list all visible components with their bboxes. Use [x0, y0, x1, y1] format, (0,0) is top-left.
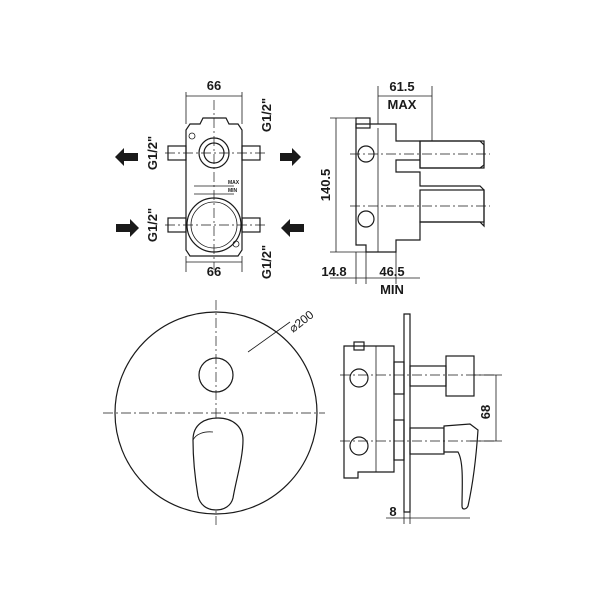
outlet-arrow-left-icon	[115, 148, 138, 166]
max-mark-text: MAX	[228, 180, 240, 186]
left-lower-port	[167, 217, 187, 233]
lever-contour	[192, 431, 214, 441]
assembly-lower-port	[349, 436, 369, 456]
height-label: 140.5	[318, 169, 333, 202]
thread-bottom-right-label: G1/2"	[259, 245, 274, 279]
plate-thickness-label: 8	[389, 504, 396, 519]
depth-max-value: 61.5	[389, 79, 414, 94]
top-tab	[355, 117, 371, 129]
diverter-inner-circle	[203, 142, 225, 164]
diverter-stem	[409, 365, 447, 387]
diverter-knob	[445, 355, 475, 397]
min-mark-text: MIN	[228, 188, 238, 194]
mixer-outer-circle	[186, 197, 242, 253]
diverter-knob-circle	[198, 357, 234, 393]
right-lower-port	[241, 217, 261, 233]
assembly-upper-port	[349, 368, 369, 388]
cover-plate-side	[403, 313, 411, 513]
diameter-leader	[247, 321, 291, 353]
cover-plate-circle	[114, 311, 318, 515]
thread-top-right-label: G1/2"	[259, 98, 274, 132]
offset-label: 14.8	[321, 264, 346, 279]
thread-left-upper-label: G1/2"	[145, 136, 160, 170]
depth-min-label: MIN	[380, 282, 404, 297]
thread-left-lower-label: G1/2"	[145, 208, 160, 242]
width-top-label: 66	[207, 78, 221, 93]
mixer-lever-side	[443, 423, 479, 510]
front-plate-view: ⌀200	[103, 300, 325, 525]
screw-hole	[232, 240, 240, 248]
diverter-outer-circle	[198, 137, 230, 169]
left-upper-port	[167, 145, 187, 161]
mixer-lever	[192, 417, 244, 511]
spindle-distance-label: 68	[478, 405, 493, 419]
inlet-arrow-right-icon	[281, 219, 304, 237]
side-view-box: 61.5 MAX 140.5 14.8 46.5 MIN	[318, 79, 490, 297]
front-view-box: MAX MIN 66 66 G1/2" G1/2" G1/2" G1/2"	[115, 78, 304, 279]
side-assembly-view: 68 8	[340, 313, 502, 524]
outlet-arrow-right-icon	[280, 148, 301, 166]
right-upper-port	[241, 145, 261, 161]
width-bottom-label: 66	[207, 264, 221, 279]
front-box-outline	[185, 117, 243, 257]
depth-max-label: MAX	[388, 97, 417, 112]
depth-min-value: 46.5	[379, 264, 404, 279]
inlet-arrow-left-icon	[116, 219, 139, 237]
lower-thread	[393, 419, 405, 461]
upper-thread	[393, 361, 405, 395]
mixer-inner-circle	[190, 201, 238, 249]
plate-diameter-label: ⌀200	[286, 307, 316, 335]
assembly-top-tab	[353, 341, 365, 351]
upper-spindle	[419, 140, 485, 169]
assembly-box	[343, 345, 395, 479]
screw-hole	[188, 132, 196, 140]
lower-side-port	[357, 210, 375, 228]
